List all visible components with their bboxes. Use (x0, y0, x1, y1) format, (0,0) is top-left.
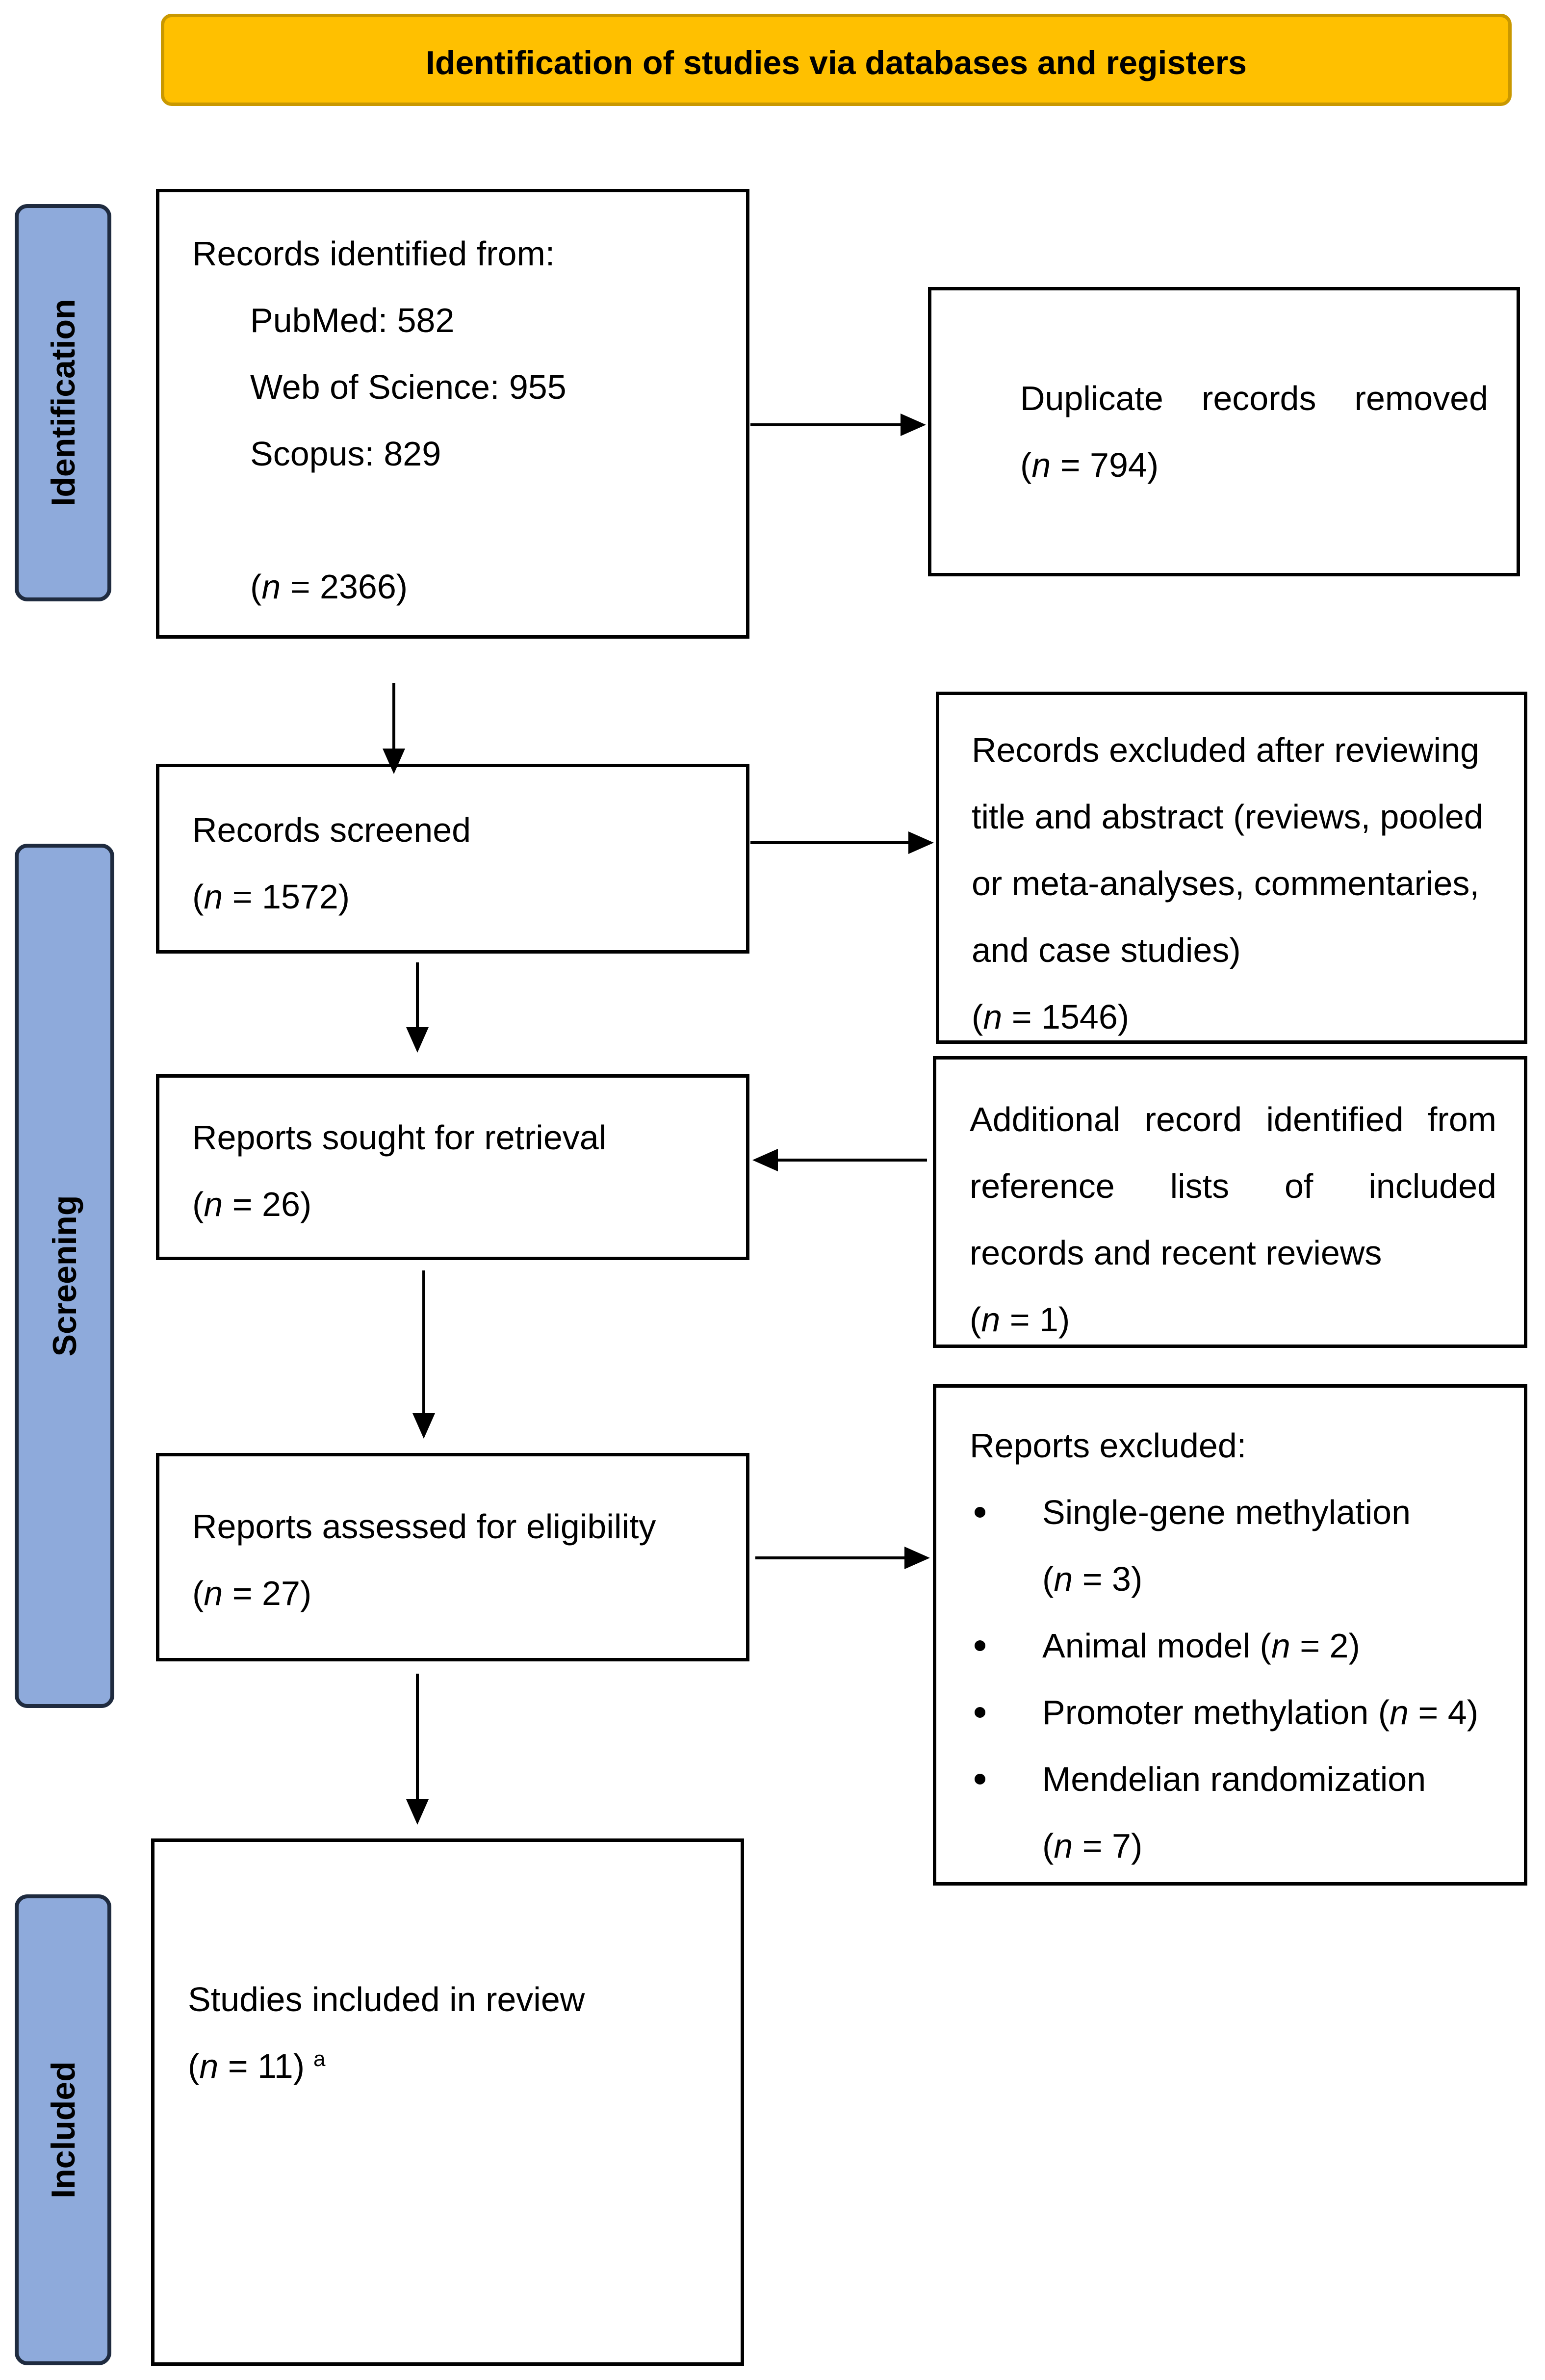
box-reports-sought: Reports sought for retrieval (n = 26) (156, 1074, 749, 1260)
phase-identification: Identification (15, 204, 111, 601)
box-reports-assessed: Reports assessed for eligibility (n = 27… (156, 1453, 749, 1661)
bullet-icon (975, 1640, 985, 1651)
reports-sought-title: Reports sought for retrieval (192, 1118, 607, 1157)
studies-included-title: Studies included in review (188, 1980, 585, 2018)
source-web-of-science: Web of Science: 955 (250, 368, 566, 406)
records-screened-title: Records screened (192, 811, 471, 849)
box-duplicates-removed: Duplicate records removed (n = 794) (928, 287, 1520, 576)
records-excluded-line-2: title and abstract (reviews, pooled (972, 798, 1483, 836)
box-records-screened: Records screened (n = 1572) (156, 764, 749, 954)
arrowhead-icon (752, 1149, 778, 1171)
duplicates-removed-title: Duplicate records removed (1020, 379, 1488, 417)
bullet-icon (975, 1507, 985, 1518)
records-excluded-line-3: or meta-analyses, commentaries, (972, 864, 1479, 903)
reports-assessed-count: (n = 27) (192, 1574, 312, 1612)
source-pubmed: PubMed: 582 (250, 301, 455, 339)
additional-records-count: (n = 1) (970, 1300, 1070, 1339)
studies-included-count: (n = 11)a (188, 2046, 326, 2085)
footnote-marker: a (313, 2046, 326, 2071)
records-identified-count: (n = 2366) (250, 568, 408, 606)
records-identified-title: Records identified from: (192, 234, 555, 273)
reports-assessed-title: Reports assessed for eligibility (192, 1507, 656, 1546)
records-screened-count: (n = 1572) (192, 878, 350, 916)
bullet-icon (975, 1707, 985, 1718)
duplicates-removed-count: (n = 794) (1020, 446, 1159, 484)
arrowhead-icon (412, 1413, 435, 1439)
arrowhead-icon (406, 1799, 429, 1825)
records-excluded-count: (n = 1546) (972, 998, 1130, 1036)
additional-records-line-3: records and recent reviews (970, 1234, 1382, 1272)
reports-sought-count: (n = 26) (192, 1185, 312, 1223)
arrowhead-icon (383, 749, 405, 774)
excluded-item-4-count: (n = 7) (1042, 1827, 1143, 1865)
box-reports-excluded: Reports excluded: Single-gene methylatio… (933, 1384, 1527, 1886)
bullet-icon (975, 1774, 985, 1785)
box-studies-included: Studies included in review (n = 11)a (151, 1838, 744, 2366)
records-excluded-line-1: Records excluded after reviewing (972, 731, 1479, 769)
box-records-identified: Records identified from: PubMed: 582 Web… (156, 189, 749, 639)
excluded-item-1-count: (n = 3) (1042, 1560, 1143, 1598)
arrowhead-icon (904, 1547, 930, 1569)
header-banner: Identification of studies via databases … (161, 14, 1512, 106)
box-records-excluded: Records excluded after reviewing title a… (936, 692, 1527, 1044)
box-additional-records: Additional record identified from refere… (933, 1056, 1527, 1348)
records-excluded-line-4: and case studies) (972, 931, 1241, 969)
arrowhead-icon (406, 1027, 429, 1053)
arrowhead-icon (901, 414, 926, 436)
header-title: Identification of studies via databases … (425, 44, 1247, 81)
excluded-item-4-label: Mendelian randomization (1042, 1760, 1426, 1798)
arrowhead-icon (908, 831, 934, 854)
excluded-item-1-label: Single-gene methylation (1042, 1493, 1411, 1531)
source-scopus: Scopus: 829 (250, 435, 441, 473)
reports-excluded-title: Reports excluded: (970, 1426, 1247, 1465)
excluded-item-3: Promoter methylation (n = 4) (1042, 1693, 1479, 1732)
phase-screening: Screening (15, 844, 114, 1708)
excluded-item-2: Animal model (n = 2) (1042, 1627, 1360, 1665)
additional-records-line-1: Additional record identified from (970, 1100, 1496, 1138)
additional-records-line-2: reference lists of included (970, 1167, 1496, 1205)
phase-included: Included (15, 1894, 111, 2365)
